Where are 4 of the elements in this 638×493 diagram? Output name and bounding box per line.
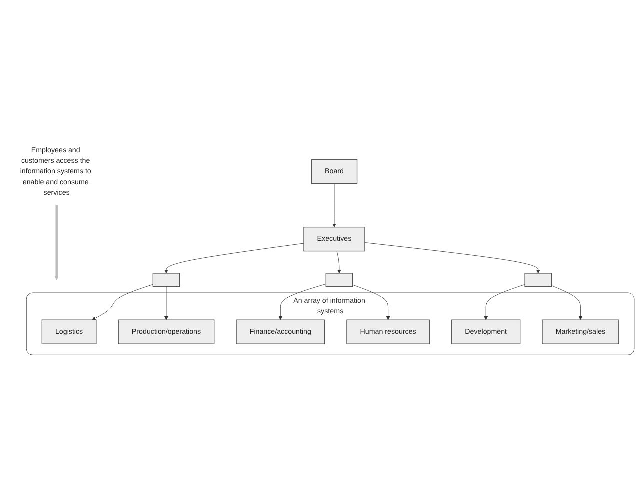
node-box: [524, 272, 552, 287]
arrow: [54, 204, 59, 280]
node-box: [152, 272, 180, 287]
node-box: [326, 272, 354, 287]
